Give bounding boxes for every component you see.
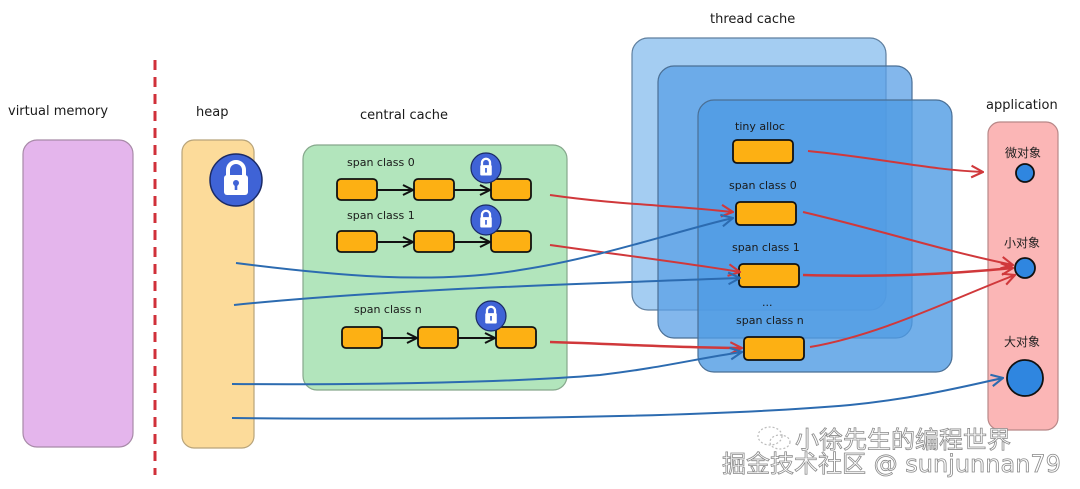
watermark: 小徐先生的编程世界 掘金技术社区 @ sunjunnan79: [722, 426, 1062, 479]
span-class-label: span class 1: [347, 209, 415, 222]
object-circle: [1006, 359, 1044, 397]
thread-cache-layer-3: [697, 99, 953, 373]
span-block: [495, 326, 537, 349]
arrow-central-span0-to-thread: [549, 194, 733, 212]
thread-slot-label: tiny alloc: [735, 120, 785, 133]
application-object: 大对象: [1004, 335, 1044, 397]
arrow-heap-to-thread-spann: [231, 352, 742, 386]
thread-cache-slot: span class 0: [729, 179, 797, 226]
watermark-author: 小徐先生的编程世界: [795, 426, 1011, 454]
thread-slot-block: [743, 336, 805, 361]
central-cache-title: central cache: [360, 108, 448, 123]
arrow-heap-to-large-object: [231, 378, 1003, 420]
thread-slot-block: [738, 263, 800, 288]
application-object: 小对象: [1004, 236, 1040, 279]
virtual-memory-title: virtual memory: [8, 104, 108, 119]
arrow-spann-to-small-object: [809, 275, 1015, 348]
span-block: [413, 230, 455, 253]
thread-cache-slot: span class n: [736, 314, 805, 361]
heap-title: heap: [196, 105, 228, 120]
arrow-span0-to-small-object: [802, 211, 1013, 265]
object-label: 大对象: [1004, 335, 1040, 349]
thread-slot-ellipsis: ...: [762, 296, 773, 309]
arrow-heap-to-thread-span0: [235, 218, 733, 279]
wechat-icon: [757, 426, 791, 450]
thread-cache-slot: span class 1: [732, 241, 800, 288]
thread-cache-title: thread cache: [710, 12, 795, 27]
span-class-label: span class 0: [347, 156, 415, 169]
thread-slot-label: span class 1: [732, 241, 800, 254]
span-block: [413, 178, 455, 201]
span-block: [336, 230, 378, 253]
thread-cache-slot: tiny alloc: [732, 120, 794, 164]
arrow-central-span1-to-thread: [549, 244, 740, 272]
arrow-central-spann-to-thread: [549, 340, 742, 348]
thread-slot-block: [732, 139, 794, 164]
watermark-site: 掘金技术社区 @ sunjunnan79: [722, 450, 1061, 478]
heap-lock-icon: [209, 153, 263, 207]
object-label: 微对象: [1005, 146, 1041, 160]
span-lock-icon: [475, 300, 507, 332]
application-object: 微对象: [1005, 146, 1041, 183]
span-lock-icon: [470, 204, 502, 236]
thread-slot-label: span class n: [736, 314, 804, 327]
arrow-tiny-to-micro-object: [807, 150, 983, 172]
span-lock-icon: [470, 152, 502, 184]
virtual-memory-block: [22, 139, 134, 448]
thread-slot-block: [735, 201, 797, 226]
span-block: [490, 178, 532, 201]
object-label: 小对象: [1004, 236, 1040, 250]
central-span-row: span class n: [341, 300, 537, 349]
central-span-row: span class 1: [336, 204, 532, 253]
central-span-row: span class 0: [336, 152, 532, 201]
span-block: [417, 326, 459, 349]
span-block: [336, 178, 378, 201]
heap-block: [181, 139, 255, 449]
thread-slot-label: span class 0: [729, 179, 797, 192]
arrow-heap-to-thread-span1: [233, 278, 740, 306]
span-class-label: span class n: [354, 303, 422, 316]
arrow-span1-to-small-object: [802, 268, 1013, 277]
application-title: application: [986, 98, 1058, 113]
object-circle: [1014, 257, 1036, 279]
object-circle: [1015, 163, 1035, 183]
span-block: [341, 326, 383, 349]
span-block: [490, 230, 532, 253]
